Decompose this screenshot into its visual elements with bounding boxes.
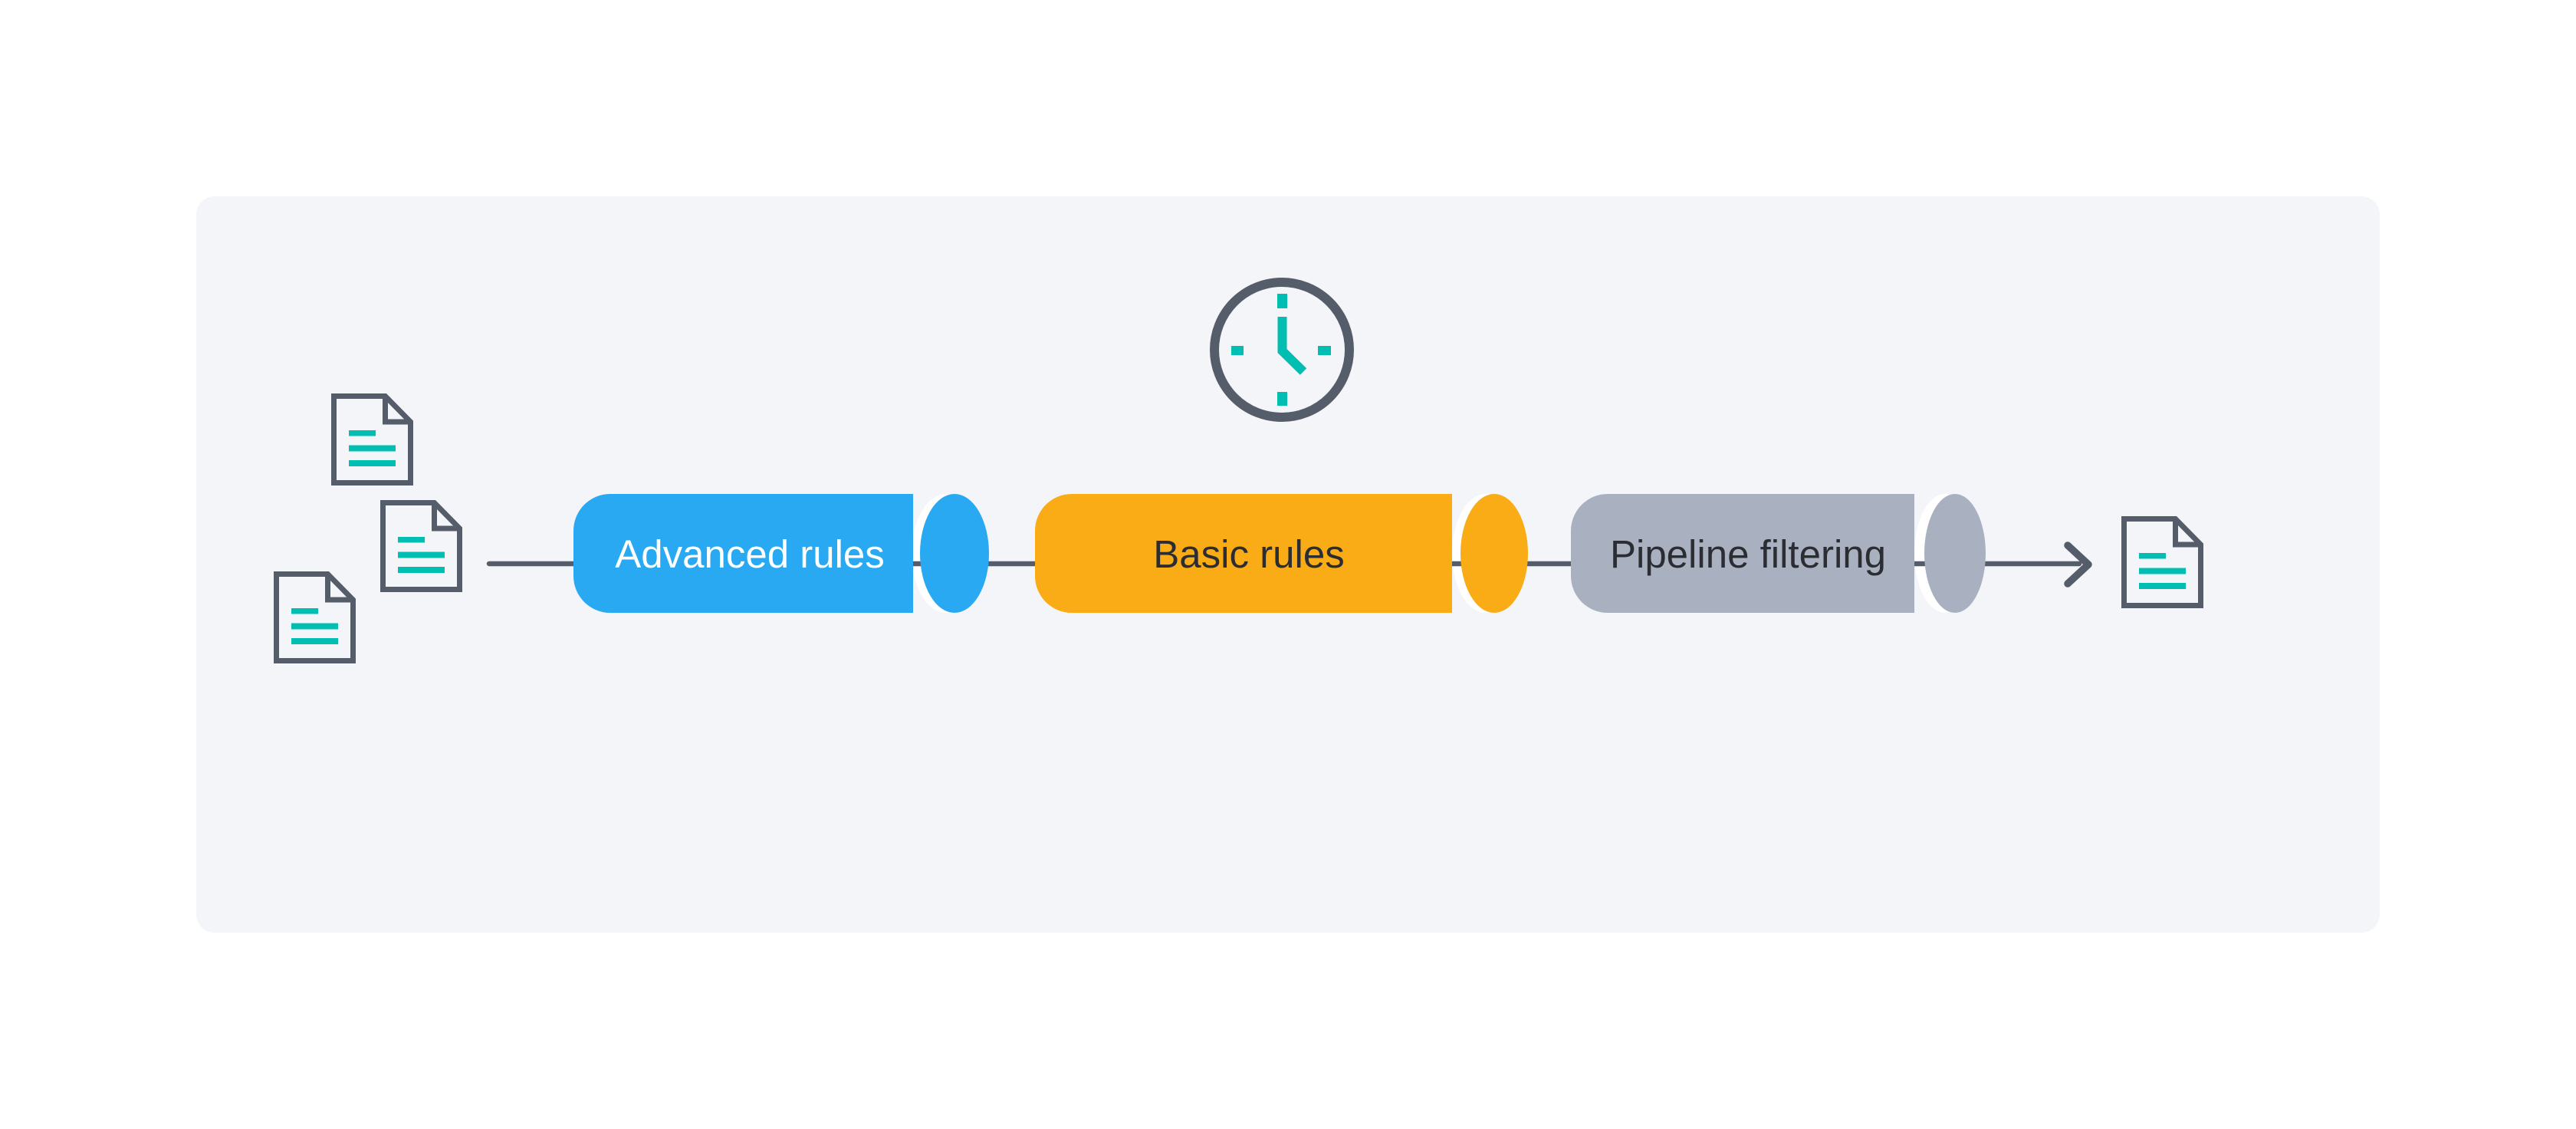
stage-label: Basic rules [1153, 532, 1344, 576]
cylinder-end-cap [920, 494, 989, 613]
clock-icon [1210, 278, 1354, 422]
arrow-icon [2064, 541, 2092, 588]
stage-label: Pipeline filtering [1610, 532, 1886, 576]
stage-label: Advanced rules [615, 532, 885, 576]
document-icon [383, 503, 460, 590]
cylinder-body [1035, 494, 1452, 613]
cylinder-body [573, 494, 913, 613]
document-icon [2124, 519, 2201, 606]
stage-basic-rules: Basic rules [1035, 494, 1528, 613]
document-icon [277, 574, 353, 661]
cylinder-end-cap [1460, 494, 1528, 613]
cylinder-body [1571, 494, 1914, 613]
document-icon [334, 397, 411, 483]
stage-pipeline-filtering: Pipeline filtering [1571, 494, 1986, 613]
stage-advanced-rules: Advanced rules [573, 494, 989, 613]
output-documents-group [2124, 519, 2201, 606]
cylinder-end-cap [1924, 494, 1986, 613]
